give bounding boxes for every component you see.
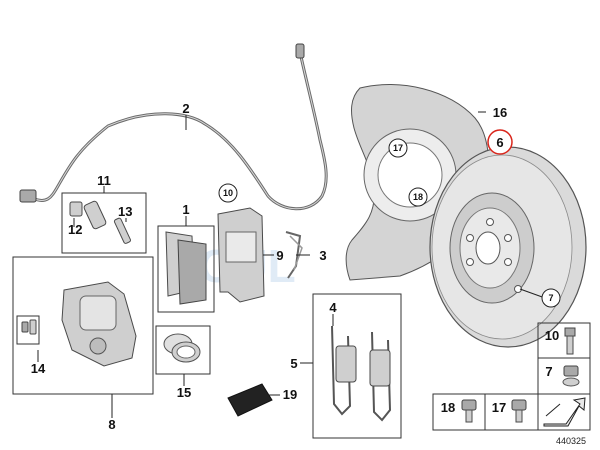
anti-rattle-springs [331,325,392,422]
callout-7-disc: 7 [548,293,553,303]
callout-9: 9 [276,248,283,263]
sensor-plug [295,43,305,59]
dust-shield-screw-marker [388,138,408,158]
box-piston-seal-kit [155,325,211,375]
hardware-panel [432,322,591,431]
callout-2: 2 [182,101,189,116]
callout-16: 16 [493,105,507,120]
callout-12: 12 [68,222,82,237]
brake-disc [429,146,587,348]
leader-lines [37,111,546,418]
hw-label-7: 7 [545,364,552,379]
callout-17-shield: 17 [393,143,403,153]
callout-5: 5 [290,356,297,371]
hw-cell-arrow [537,393,591,431]
pad-retaining-clip [285,231,303,279]
wear-sensor-cable [19,43,328,211]
dust-shield-bolt-marker [408,187,428,207]
callout-15: 15 [177,385,191,400]
hw-label-10: 10 [545,328,559,343]
carrier-bolt-marker [218,183,238,203]
hw-label-18: 18 [441,400,455,415]
guide-bolt-parts [69,200,131,244]
box-spring-kit [312,293,402,439]
callout-6: 6 [496,135,503,150]
callout-10: 10 [223,188,233,198]
callout-6-highlight [487,129,513,155]
callout-8: 8 [108,417,115,432]
box-bleeder-screw [16,315,40,345]
callout-11: 11 [97,173,111,188]
image-number: 440325 [556,436,586,446]
callout-1: 1 [182,202,189,217]
callout-4: 4 [329,300,337,315]
brake-pads [165,231,207,305]
callout-13: 13 [118,204,132,219]
callout-19: 19 [283,387,297,402]
grease-sachet [227,383,273,417]
callout-14: 14 [31,361,46,376]
sensor-connector [19,189,37,203]
brake-caliper [61,281,137,367]
box-brake-caliper [12,256,154,395]
caliper-carrier [217,207,265,303]
callout-18-shield: 18 [413,192,423,202]
hw-label-17: 17 [492,400,506,415]
callout-3: 3 [319,248,326,263]
piston-seal [163,333,201,363]
bleeder-screw [21,319,37,335]
callout-labels: 2 11 12 13 1 10 9 3 16 17 18 6 7 4 5 14 … [31,101,586,446]
